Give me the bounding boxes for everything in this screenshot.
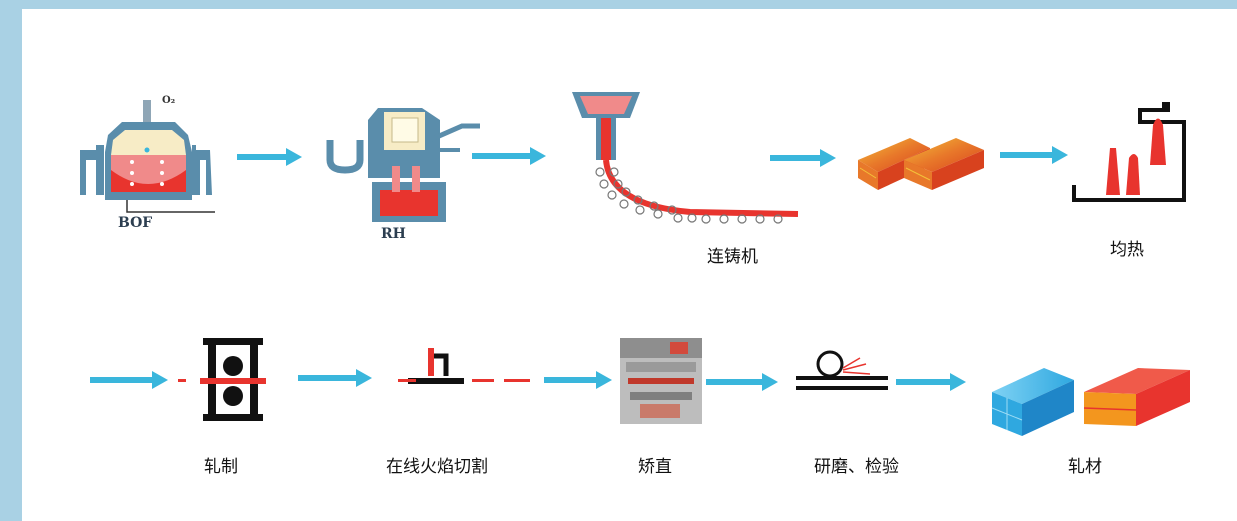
arrow-icon	[770, 149, 836, 167]
grinding-inspection-icon	[796, 350, 888, 390]
straightening-machine-icon	[620, 338, 702, 424]
arrow-icon	[896, 373, 966, 391]
rolled-product-icon	[991, 368, 1190, 436]
bof-label: BOF	[118, 215, 152, 231]
rh-label: RH	[381, 226, 406, 242]
flame-cutting-icon	[398, 348, 530, 384]
soaking-label: 均热	[1110, 240, 1144, 260]
grinding-label: 研磨、检验	[814, 457, 899, 477]
caster-label: 连铸机	[707, 247, 758, 267]
soaking-pit-icon	[1072, 102, 1186, 202]
arrow-icon	[90, 371, 168, 389]
product-label: 轧材	[1068, 457, 1102, 477]
bof-converter-icon: O₂ BOF	[80, 95, 215, 231]
arrow-icon	[472, 147, 546, 165]
straightening-label: 矫直	[638, 457, 672, 477]
arrow-icon	[1000, 146, 1068, 164]
rolling-mill-icon	[178, 338, 266, 421]
cutting-label: 在线火焰切割	[386, 457, 488, 477]
slabs-icon	[858, 138, 984, 190]
flow-arrows-row1	[237, 146, 1068, 167]
rolling-label: 轧制	[204, 457, 238, 477]
arrow-icon	[237, 148, 302, 166]
flow-arrows-row2	[90, 369, 966, 391]
rh-degasser-icon: RH	[326, 108, 480, 242]
continuous-caster-icon	[572, 92, 799, 224]
bof-gas-label: O₂	[162, 95, 175, 106]
arrow-icon	[298, 369, 372, 387]
arrow-icon	[706, 373, 778, 391]
arrow-icon	[544, 371, 612, 389]
